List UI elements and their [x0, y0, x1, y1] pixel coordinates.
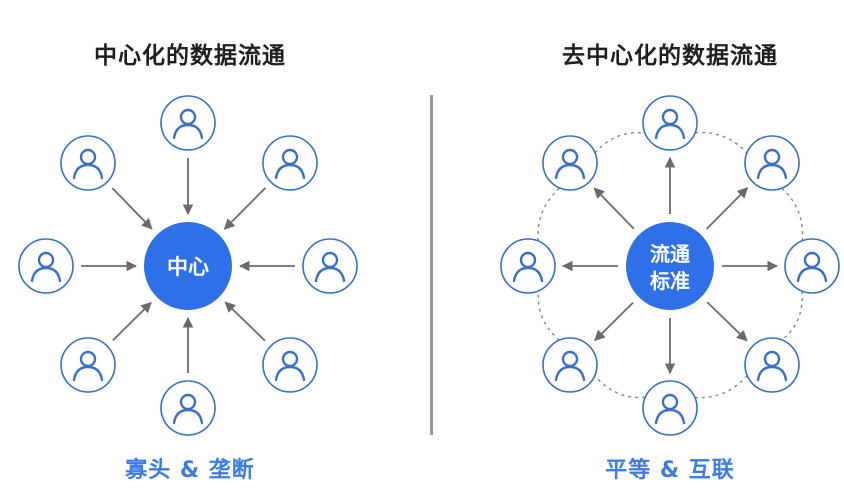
centralized-user-node — [302, 238, 358, 294]
user-icon — [72, 148, 104, 180]
centralized-user-node — [60, 337, 116, 393]
user-icon — [512, 251, 544, 283]
decentralized-flow-arrow — [705, 187, 749, 230]
decentralized-user-node — [542, 337, 598, 393]
decentralized-hub — [626, 222, 714, 310]
user-icon — [756, 350, 788, 382]
user-icon — [756, 148, 788, 180]
user-icon — [172, 108, 204, 140]
peer-link — [537, 290, 560, 341]
user-icon — [554, 350, 586, 382]
centralized-flow-arrow — [112, 301, 152, 342]
decentralized-user-node — [500, 238, 556, 294]
peer-link — [594, 375, 646, 399]
peer-link — [537, 187, 561, 242]
decentralized-flow-arrow — [706, 301, 748, 342]
peer-link — [694, 375, 748, 399]
centralized-flow-arrow — [111, 187, 153, 230]
centralized-flow-arrow — [223, 187, 267, 230]
centralized-flow-arrow — [224, 301, 266, 342]
decentralized-title: 去中心化的数据流通 — [562, 43, 778, 69]
centralized-hub — [144, 222, 232, 310]
user-icon — [314, 251, 346, 283]
user-icon — [274, 350, 306, 382]
user-icon — [30, 251, 62, 283]
centralized-title: 中心化的数据流通 — [94, 43, 286, 69]
decentralized-flow-arrow — [594, 301, 634, 342]
centralized-user-node — [262, 135, 318, 191]
centralized-diagram — [18, 95, 358, 436]
decentralized-user-node — [642, 380, 698, 436]
centralized-hub-label: 中心 — [167, 255, 209, 279]
decentralized-user-node — [744, 135, 800, 191]
user-icon — [274, 148, 306, 180]
user-icon — [796, 251, 828, 283]
centralized-user-node — [160, 380, 216, 436]
user-icon — [654, 393, 686, 425]
user-icon — [654, 108, 686, 140]
decentralized-hub-label-line1: 流通 — [650, 242, 690, 266]
centralized-user-node — [18, 238, 74, 294]
decentralized-hub-label-line2: 标准 — [650, 269, 690, 293]
peer-link — [695, 131, 748, 154]
centralized-caption: 寡头 & 垄断 — [125, 458, 255, 483]
decentralized-user-node — [542, 135, 598, 191]
decentralized-user-node — [642, 95, 698, 151]
user-icon — [554, 148, 586, 180]
decentralized-user-node — [784, 238, 840, 294]
user-icon — [72, 350, 104, 382]
panel-divider — [430, 95, 433, 435]
peer-link — [781, 290, 803, 341]
peer-link — [781, 187, 804, 241]
decentralized-flow-arrow — [593, 187, 635, 230]
centralized-user-node — [160, 95, 216, 151]
peer-link — [594, 131, 645, 154]
decentralized-caption: 平等 & 互联 — [605, 458, 735, 483]
centralized-user-node — [262, 337, 318, 393]
centralized-user-node — [60, 135, 116, 191]
decentralized-diagram — [500, 95, 840, 436]
decentralized-user-node — [744, 337, 800, 393]
user-icon — [172, 393, 204, 425]
